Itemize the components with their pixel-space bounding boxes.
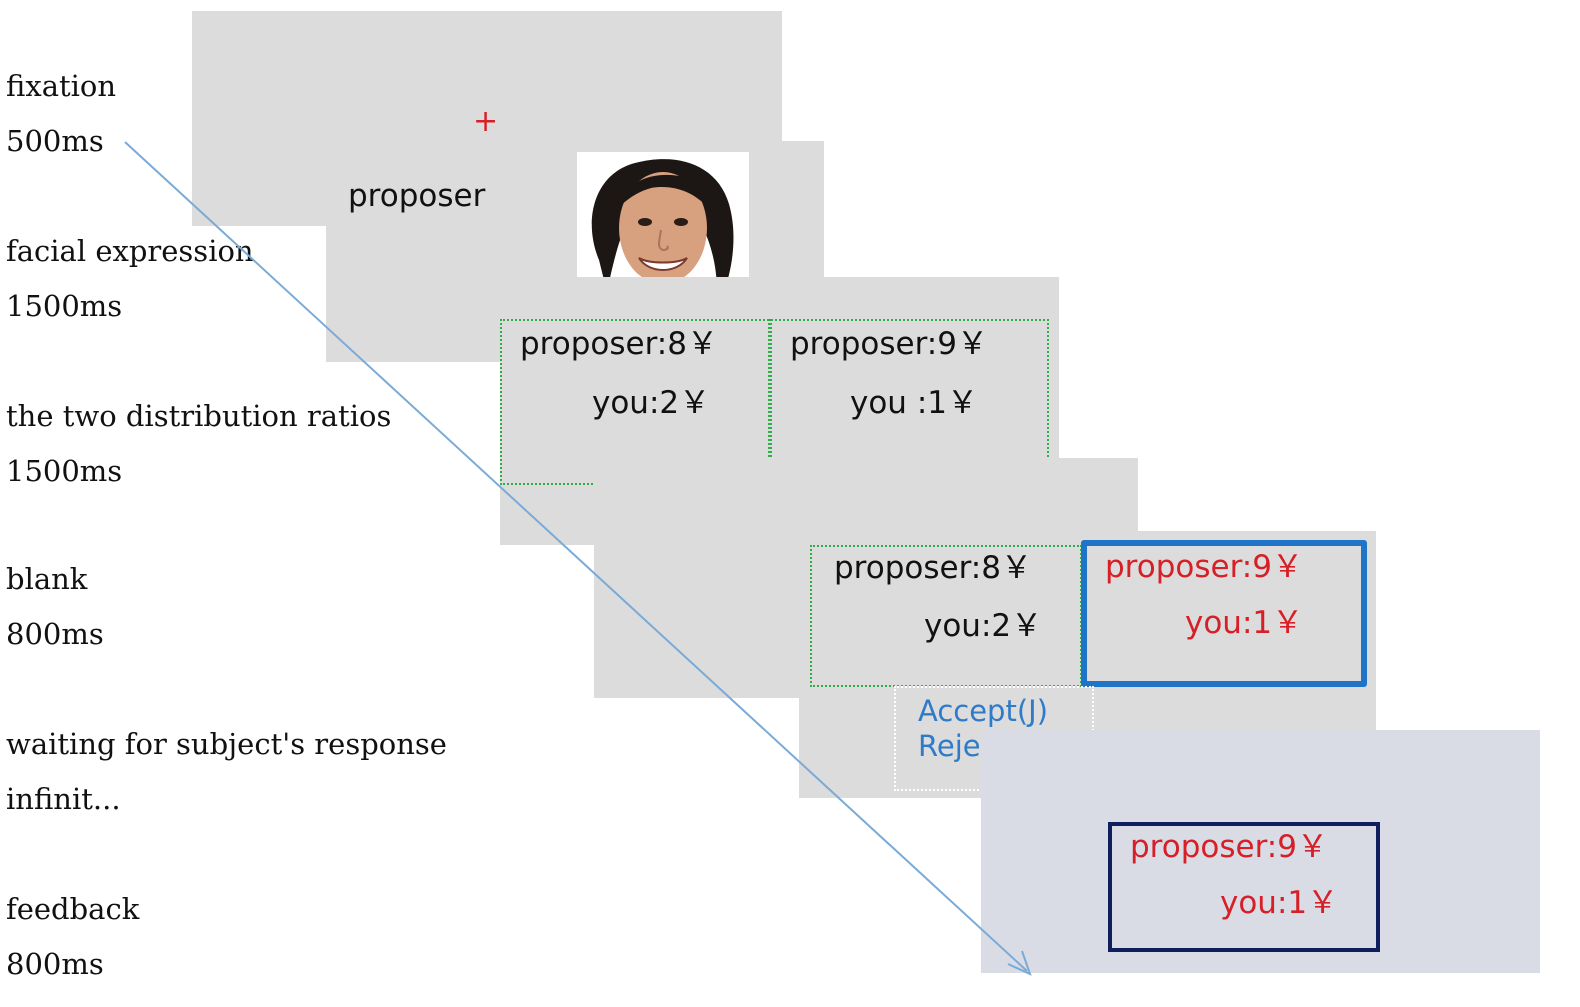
stage-1-name: facial expression <box>6 234 254 268</box>
stage-5-duration: 800ms <box>6 947 104 981</box>
stage-0-duration: 500ms <box>6 124 104 158</box>
stage-4-duration: infinit... <box>6 782 121 816</box>
feedback-screen: proposer:9￥ you:1￥ <box>981 730 1540 973</box>
stage-3-name: blank <box>6 562 88 596</box>
ratio-right-proposer: proposer:9￥ <box>790 326 988 362</box>
feedback-you: you:1￥ <box>1220 885 1339 921</box>
face-proposer-label: proposer <box>348 178 486 214</box>
ratio-right-you: you :1￥ <box>850 385 978 421</box>
ratio-right-box: proposer:9￥ you :1￥ <box>768 319 1049 485</box>
stage-2-duration: 1500ms <box>6 454 123 488</box>
response-left-box: proposer:8￥ you:2￥ <box>810 545 1082 687</box>
response-left-proposer: proposer:8￥ <box>834 550 1032 586</box>
stage-1-duration: 1500ms <box>6 289 123 323</box>
response-right-proposer: proposer:9￥ <box>1105 549 1303 585</box>
stage-4-name: waiting for subject's response <box>6 727 447 761</box>
response-left-you: you:2￥ <box>924 608 1043 644</box>
stage-2-name: the two distribution ratios <box>6 399 392 433</box>
ratio-left-you: you:2￥ <box>592 385 711 421</box>
response-selected-box: proposer:9￥ you:1￥ <box>1081 540 1367 687</box>
time-arrow-line <box>124 141 1028 972</box>
feedback-proposer: proposer:9￥ <box>1130 829 1328 865</box>
accept-key-label: Accept(J) <box>918 694 1049 728</box>
fixation-cross: + <box>473 104 499 139</box>
stage-3-duration: 800ms <box>6 617 104 651</box>
feedback-box: proposer:9￥ you:1￥ <box>1108 822 1380 952</box>
stage-0-name: fixation <box>6 69 117 103</box>
time-arrow-head <box>1007 950 1032 976</box>
ratio-left-proposer: proposer:8￥ <box>520 326 718 362</box>
proposer-face-photo <box>577 152 749 299</box>
stage-5-name: feedback <box>6 892 140 926</box>
response-right-you: you:1￥ <box>1185 605 1304 641</box>
face-portrait-icon <box>591 159 734 299</box>
